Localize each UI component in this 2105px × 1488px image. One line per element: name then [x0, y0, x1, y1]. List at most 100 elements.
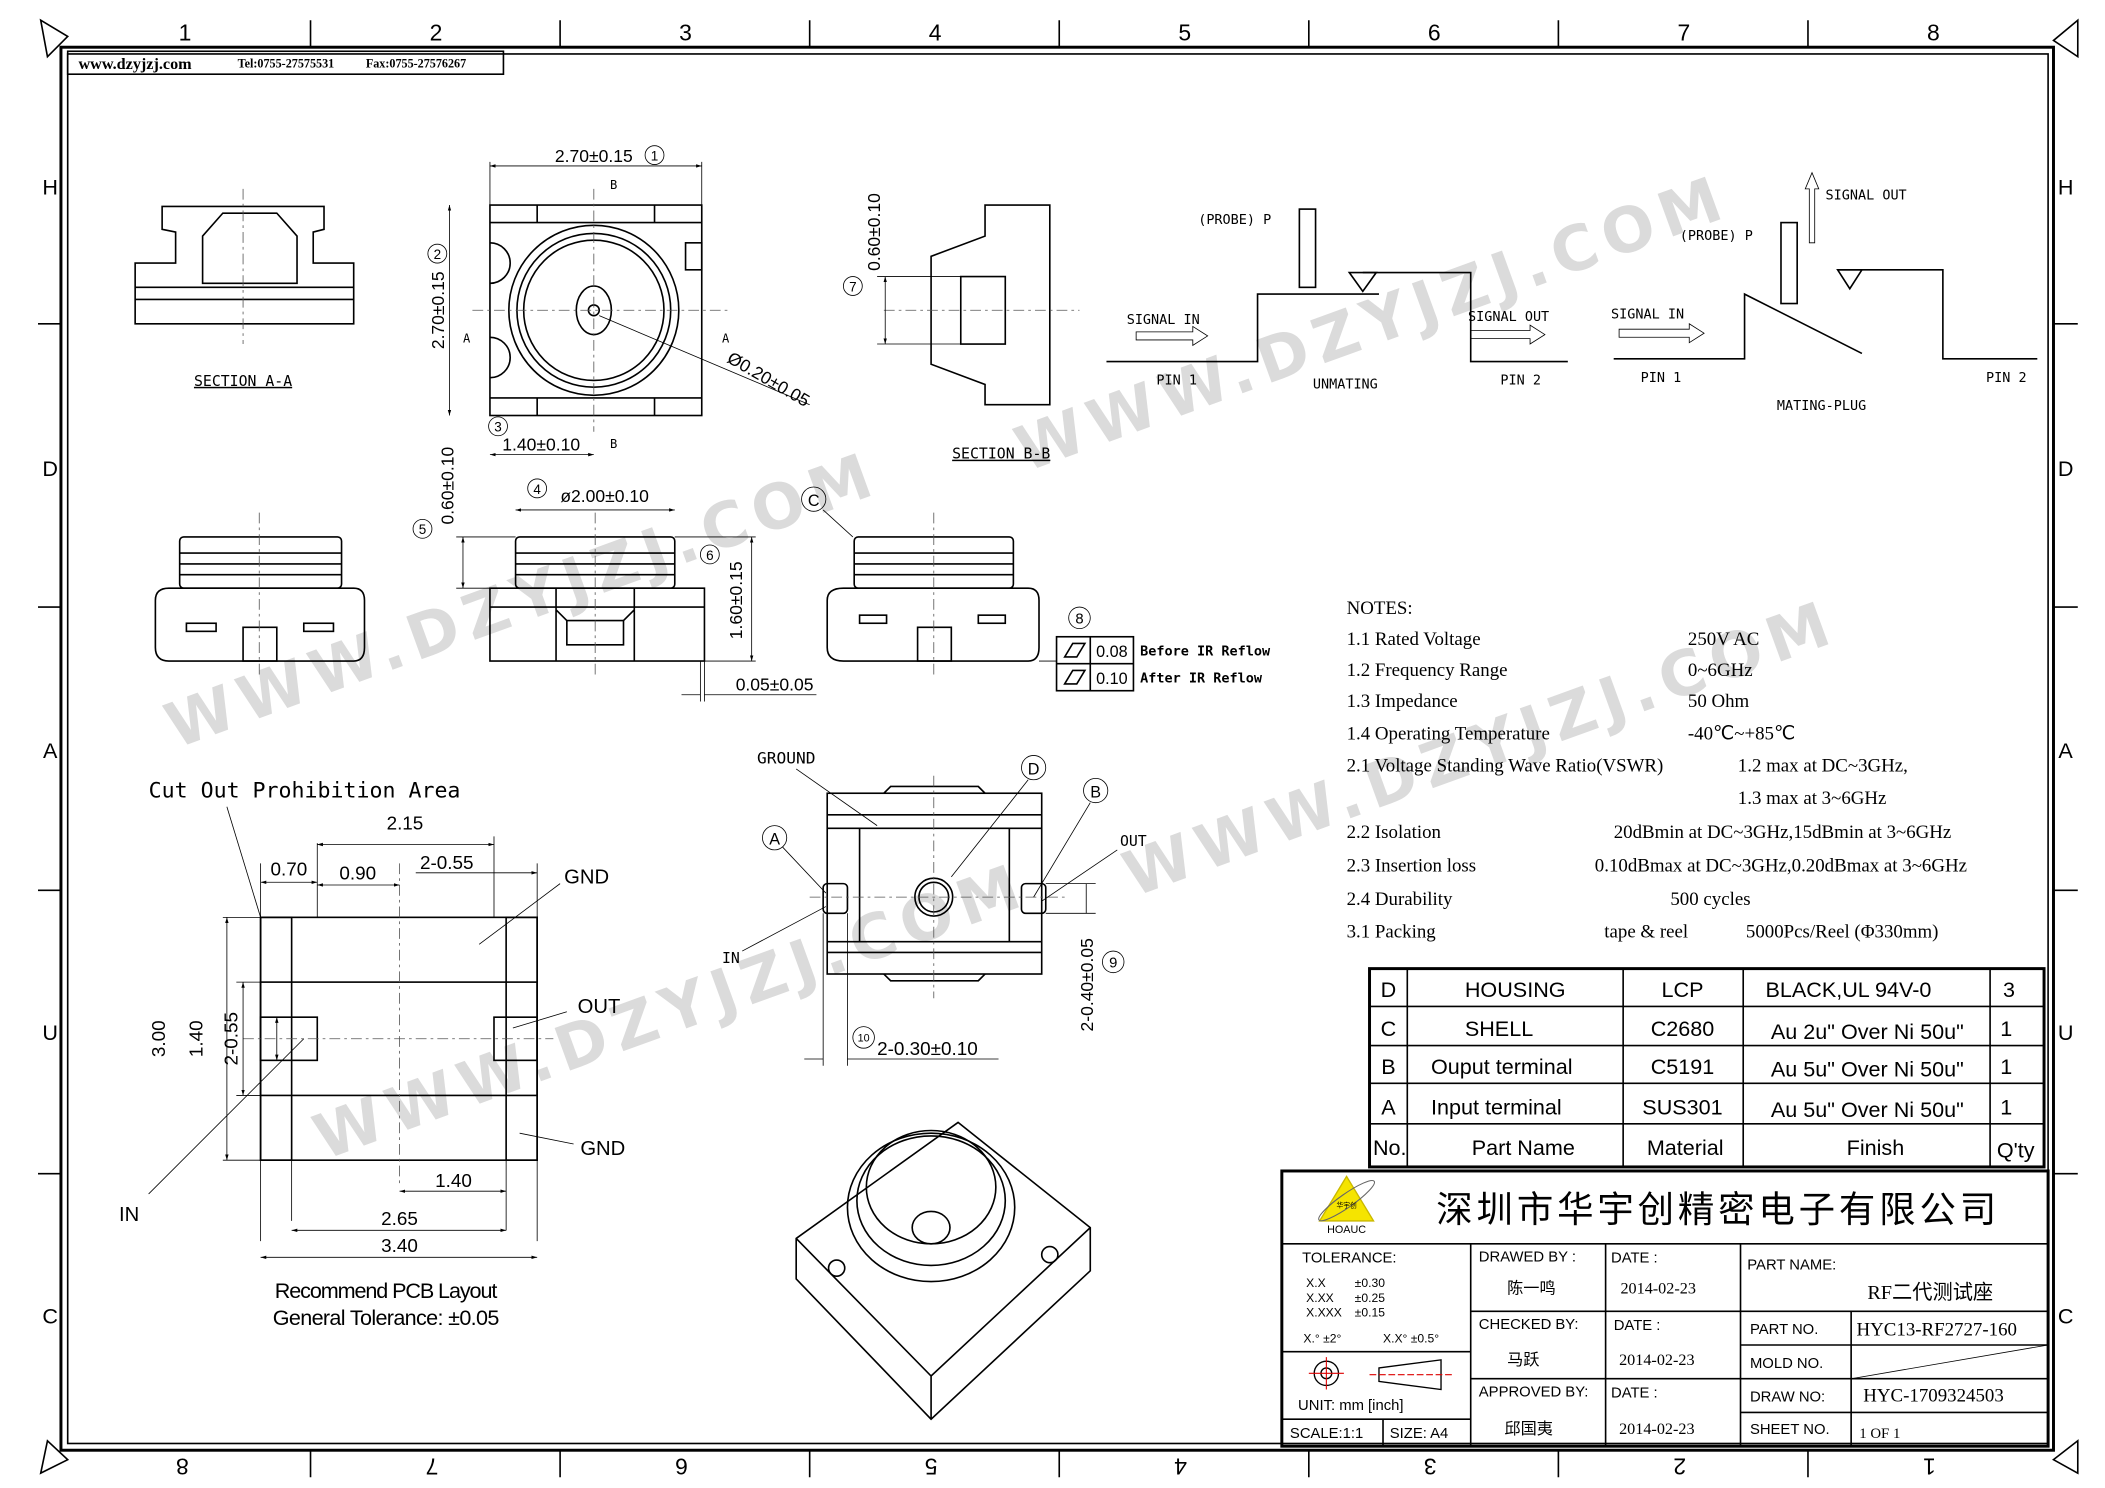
orientation-triangle-icon — [39, 18, 70, 59]
grid-col: 2 — [430, 19, 443, 45]
pcb-tolerance: General Tolerance: ±0.05 — [273, 1305, 500, 1330]
balloon-text: C — [808, 492, 820, 510]
bom-cell-qty: 1 — [2000, 1054, 2012, 1079]
balloon-text: 8 — [1075, 611, 1083, 627]
grid-row: H — [2058, 174, 2074, 199]
dim-0-70: 0.70 — [271, 860, 308, 881]
balloon-d: D — [1021, 755, 1047, 781]
tolerance-label: TOLERANCE: — [1302, 1251, 1396, 1267]
balloon-4: 4 — [527, 478, 548, 499]
draw-no-label: DRAW NO: — [1750, 1390, 1825, 1406]
balloon-8: 8 — [1068, 606, 1091, 630]
table-row: D HOUSING LCP BLACK,UL 94V-0 3 — [1381, 977, 2015, 1002]
arrow-up-icon — [1804, 171, 1820, 244]
orientation-triangle-icon — [2052, 1439, 2079, 1475]
pin2-label: PIN 2 — [1500, 372, 1541, 388]
watermarks: WWW.DZYJZJ.COM WWW.DZYJZJ.COM WWW.DZYJZJ… — [156, 160, 1847, 1174]
out-label: OUT — [1120, 833, 1147, 850]
section-b-b-label: SECTION B-B — [952, 446, 1050, 463]
bom-table: D HOUSING LCP BLACK,UL 94V-0 3 C SHELL C… — [1368, 967, 2046, 1169]
signal-in-label: SIGNAL IN — [1611, 306, 1684, 322]
date-value: 2014-02-23 — [1619, 1421, 1694, 1438]
side-view-right: C — [801, 486, 1057, 675]
dim-2-15: 2.15 — [387, 814, 424, 835]
balloon-1: 1 — [644, 145, 665, 165]
approved-by: 邱国夷 — [1504, 1420, 1553, 1438]
grid-col: 5 — [1178, 19, 1191, 45]
dim-top-height: 2.70±0.15 — [428, 271, 448, 349]
note-label: 2.1 Voltage Standing Wave Ratio(VSWR) — [1347, 756, 1664, 777]
date-value: 2014-02-23 — [1620, 1281, 1695, 1298]
company-logo: 华宇创 HOAUC — [1318, 1175, 1376, 1236]
bom-cell-material: C2680 — [1651, 1016, 1715, 1041]
probe-label: (PROBE) P — [1198, 212, 1271, 228]
probe-label: (PROBE) P — [1680, 228, 1753, 244]
note-label: 1.4 Operating Temperature — [1347, 723, 1550, 744]
bom-cell-part: HOUSING — [1465, 977, 1566, 1002]
balloon-text: 4 — [533, 482, 541, 497]
logo-text: HOAUC — [1327, 1224, 1366, 1236]
dim-side-height: 1.60±0.15 — [726, 561, 746, 639]
bom-header: Material — [1647, 1135, 1724, 1160]
balloon-b: B — [1083, 777, 1109, 804]
note-value: 1.2 max at DC~3GHz, — [1738, 756, 1908, 777]
tol-key: X.XX — [1306, 1291, 1334, 1305]
grid-col: 2 — [1673, 1453, 1686, 1479]
bom-header: Q'ty — [1997, 1137, 2035, 1162]
note-label: 2.4 Durability — [1347, 889, 1453, 910]
checked-by: 马跃 — [1507, 1351, 1539, 1369]
balloon-2: 2 — [427, 243, 448, 264]
bom-header: Part Name — [1472, 1135, 1575, 1160]
balloon-c: C — [801, 486, 827, 512]
dim-bb-height: 0.60±0.10 — [864, 193, 884, 271]
part-no-label: PART NO. — [1750, 1322, 1818, 1338]
side-view-left — [154, 512, 366, 675]
grid-row: U — [2058, 1020, 2074, 1045]
unmating-caption: UNMATING — [1313, 377, 1378, 393]
pin2-label: PIN 2 — [1986, 370, 2027, 386]
balloon-text: 1 — [651, 149, 659, 164]
table-row: C SHELL C2680 Au 2u" Over Ni 50u" 1 — [1381, 1016, 2013, 1044]
gnd-bottom-label: GND — [580, 1138, 625, 1160]
bom-cell-qty: 1 — [2000, 1094, 2012, 1119]
gnd-top-label: GND — [564, 867, 609, 889]
balloon-text: D — [1028, 760, 1040, 778]
flatness-after-label: After IR Reflow — [1140, 671, 1263, 687]
dim-side-gap: 0.05±0.05 — [736, 675, 814, 695]
balloon-text: 9 — [1109, 955, 1117, 971]
website-link[interactable]: www.dzyjzj.com — [78, 56, 192, 73]
watermark: WWW.DZYJZJ.COM — [156, 437, 889, 763]
table-row: B Ouput terminal C5191 Au 5u" Over Ni 50… — [1381, 1054, 2012, 1082]
flatness-before-value: 0.08 — [1096, 643, 1127, 661]
bom-cell-finish: Au 5u" Over Ni 50u" — [1771, 1097, 1964, 1122]
balloon-7: 7 — [842, 276, 863, 296]
signal-diagram-mating: (PROBE) P SIGNAL OUT SIGNAL IN PIN 1 PIN… — [1611, 171, 2038, 414]
pin1-label: PIN 1 — [1641, 370, 1682, 386]
orientation-triangle-icon — [39, 1439, 70, 1475]
note-value: 50 Ohm — [1688, 691, 1750, 712]
balloon-text: 6 — [706, 548, 713, 563]
section-b-marker: B — [610, 178, 617, 192]
scale-label: SCALE:1:1 — [1290, 1426, 1363, 1442]
balloon-3: 3 — [488, 416, 508, 437]
signal-diagram-unmating: (PROBE) P SIGNAL IN SIGNAL OUT PIN 1 PIN… — [1106, 208, 1568, 393]
table-header-row: No. Part Name Material Finish Q'ty — [1373, 1135, 2035, 1163]
bom-cell-part: SHELL — [1465, 1016, 1533, 1041]
ground-label: GROUND — [757, 749, 815, 768]
grid-col: 8 — [176, 1453, 189, 1479]
grid-col: 7 — [426, 1453, 439, 1479]
note-value: -40℃~+85℃ — [1688, 723, 1795, 744]
grid-col: 3 — [1424, 1453, 1437, 1479]
bom-cell-part: Input terminal — [1431, 1094, 1562, 1119]
grid-row-labels: H D A U C H D A U C — [42, 174, 2073, 1328]
balloon-text: 5 — [419, 522, 427, 537]
approved-by-label: APPROVED BY: — [1479, 1384, 1589, 1400]
bom-cell-qty: 3 — [2003, 977, 2015, 1002]
dim-2-0-55-vertical: 2-0.55 — [222, 1012, 243, 1066]
arrow-right-icon — [1470, 324, 1546, 345]
side-view-center: ø2.00±0.10 4 0.60±0.10 5 1.60±0.15 6 0.0… — [412, 447, 817, 702]
dim-0-90: 0.90 — [339, 864, 376, 885]
note-label: 2.3 Insertion loss — [1347, 855, 1477, 876]
part-name-label: PART NAME: — [1747, 1257, 1836, 1273]
pcb-title: Cut Out Prohibition Area — [149, 778, 461, 803]
